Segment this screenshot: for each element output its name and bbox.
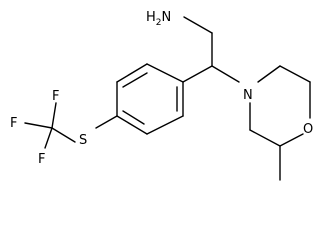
benzene-ring	[116, 63, 184, 135]
amine-n: N	[162, 10, 172, 25]
bond-nh2-ch2	[183, 16, 213, 34]
bond-ch-benzene	[182, 65, 213, 83]
amine-subscript: 2	[156, 18, 162, 28]
morpholine-oxygen-label: O	[303, 122, 313, 137]
morpholine-bond-c-c-top	[279, 65, 311, 83]
morpholine-bond-c-c-bottom	[249, 129, 281, 147]
bond-c-f1	[51, 102, 57, 129]
fluorine-label-left: F	[10, 116, 17, 131]
fluorine-label-bottom: F	[38, 152, 45, 167]
amine-h: H	[146, 10, 156, 25]
benzene-double-bond-2	[122, 110, 145, 125]
benzene-double-bond-3	[122, 72, 148, 88]
bond-benzene-sulfur	[95, 115, 118, 129]
fluorine-label-top: F	[52, 89, 59, 104]
structure-canvas: H2N N O S F F F	[10, 10, 313, 181]
benzene-bond-5	[116, 63, 148, 83]
benzene-bond-6	[146, 63, 184, 83]
bond-c-f2	[24, 122, 53, 129]
molecule-diagram: H2N N O S F F F	[10, 10, 313, 181]
morpholine-bond-n-c-top	[257, 65, 281, 83]
morpholine-ring	[249, 65, 311, 181]
benzene-bond-3	[116, 115, 148, 135]
morpholine-bond-o-c	[279, 133, 304, 147]
bond-sulfur-cf3	[51, 127, 76, 143]
morpholine-nitrogen-label: N	[243, 88, 253, 103]
bond-ch-morpholine-n	[211, 65, 240, 83]
bond-c-f3	[44, 127, 53, 149]
sulfur-label: S	[79, 133, 87, 148]
amine-label: H2N	[146, 10, 171, 28]
benzene-bond-2	[146, 115, 184, 135]
